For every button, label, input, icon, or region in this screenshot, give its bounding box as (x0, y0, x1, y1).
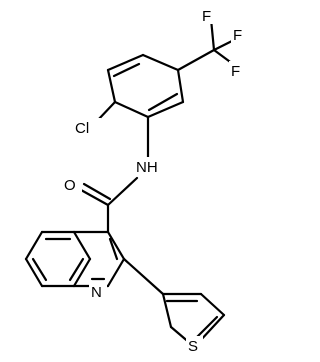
fluorine-top-label: F (202, 8, 211, 25)
chlorine-label: Cl (75, 120, 89, 137)
chemical-structure-diagram: F F F Cl NH O N S (24, 6, 249, 355)
bond (24, 257, 44, 288)
bond (141, 53, 180, 72)
bond-inner (112, 62, 141, 78)
bond (95, 100, 117, 123)
bond (79, 188, 110, 207)
fluorine-low-label: F (231, 63, 240, 80)
bond (146, 100, 185, 119)
thiophene-sulfur-label: S (188, 338, 198, 355)
bond (176, 68, 185, 104)
bond-inner (68, 257, 85, 282)
bond (122, 257, 165, 296)
bond (106, 53, 145, 72)
molecule-figure: F F F Cl NH O N S (24, 6, 249, 355)
bond (113, 100, 150, 119)
bond (82, 182, 112, 201)
bond-inner (147, 92, 179, 112)
bond (161, 292, 173, 329)
quinoline-nitrogen-label: N (91, 284, 102, 301)
bond (106, 68, 117, 104)
bond-inner (31, 257, 48, 282)
fluorine-right-label: F (233, 27, 242, 44)
bond (24, 230, 44, 261)
bond (106, 257, 126, 288)
carboxamide-group (79, 176, 139, 234)
thiophene-ring (122, 257, 226, 346)
bond (106, 176, 139, 207)
bond-inner (195, 315, 219, 339)
carbonyl-oxygen-label: O (64, 177, 76, 194)
bond (72, 257, 92, 288)
quinoline-pyridine-ring (72, 230, 126, 288)
bond (209, 17, 216, 52)
amide-nh-label: NH (136, 159, 158, 176)
bond-inner (108, 237, 119, 261)
bond (199, 292, 226, 317)
bond (197, 313, 226, 344)
quinoline-benzo-ring (24, 230, 92, 288)
bond (72, 230, 92, 261)
atom-labels: F F F Cl NH O N S (62, 6, 249, 355)
bond (176, 48, 216, 72)
bond (106, 230, 126, 261)
chloro-trifluoromethylphenyl-ring (106, 53, 185, 119)
